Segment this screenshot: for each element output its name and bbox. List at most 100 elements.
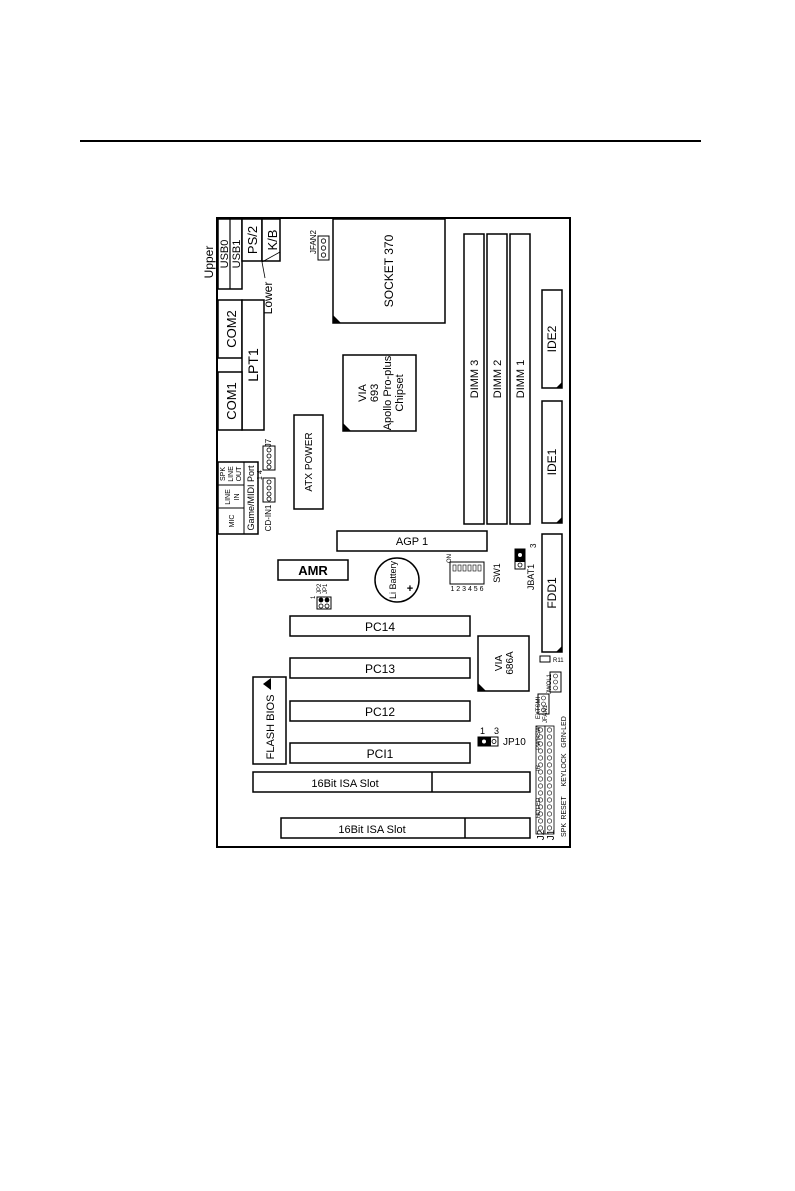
fdd1-label: FDD1 <box>545 577 559 609</box>
jp10-label: JP10 <box>503 737 526 748</box>
kb-label: K/B <box>265 230 280 251</box>
ide2-label: IDE2 <box>545 325 559 352</box>
ide2-connector <box>541 289 563 389</box>
isa2-label: 16Bit ISA Slot <box>338 824 405 836</box>
isa-slot-2 <box>280 817 531 839</box>
jfan2-label: JFAN2 <box>309 229 318 254</box>
pci4-slot <box>289 615 471 637</box>
extsmi-label: EXTSMI <box>536 697 542 720</box>
isa1-label: 16Bit ISA Slot <box>311 778 378 790</box>
ir-label: IR <box>536 764 542 771</box>
audio-port-block <box>217 461 259 535</box>
jbat1-pin3: 3 <box>529 543 538 548</box>
pci4-label: PC14 <box>365 620 395 634</box>
isa-slot-1 <box>252 771 531 793</box>
jfan1-label: JFAN1 <box>543 704 549 723</box>
sw1-numbers: 1 2 3 4 5 6 <box>450 586 483 593</box>
line-in-label-2: IN <box>234 494 241 501</box>
via-693-chipset <box>342 354 417 432</box>
kb-port <box>261 218 281 262</box>
j2-label: J2 <box>536 829 547 840</box>
flash-bios-chip <box>252 676 287 765</box>
atx-power-connector <box>293 414 324 510</box>
sw1-label: SW1 <box>492 563 502 583</box>
cd-in1-label: CD-IN1 <box>264 504 273 531</box>
ide1-connector <box>541 400 563 524</box>
socket-370 <box>332 218 446 324</box>
jbat1-pin1: 1 <box>519 548 526 552</box>
mic-label: MIC <box>229 515 236 528</box>
jp2-label: JP2 <box>317 583 323 594</box>
line-in-label-1: LINE <box>225 489 232 505</box>
pwrsw-label: PWRSW <box>536 726 542 750</box>
battery-plus: + <box>407 583 413 595</box>
amr-label: AMR <box>298 563 328 578</box>
jp10-pin3: 3 <box>494 726 499 736</box>
chipset-line1: VIA <box>357 383 369 401</box>
agp-slot <box>336 530 488 552</box>
hdled-label: HDLED <box>536 797 542 818</box>
chipset-line3: Apollo Pro-plus <box>382 355 394 430</box>
game-midi-label: Game/MIDI Port <box>246 465 256 531</box>
front-panel-header <box>535 725 555 835</box>
dimm3-slot <box>463 233 485 525</box>
board-outline <box>216 217 571 848</box>
com1-port <box>217 371 243 431</box>
atx-power-label: ATX POWER <box>304 432 315 491</box>
com2-port <box>217 299 243 359</box>
header-rule <box>80 140 701 142</box>
jbat1-label: JBAT1 <box>526 564 536 590</box>
usb0-label: USB0 <box>219 240 231 269</box>
amr-slot <box>277 559 349 581</box>
j1-label: J1 <box>546 829 557 840</box>
ps2-label: PS/2 <box>245 226 260 254</box>
chipset-line2: 693 <box>369 384 381 402</box>
dimm1-label: DIMM 1 <box>515 360 527 399</box>
ide1-label: IDE1 <box>545 448 559 475</box>
agp-label: AGP 1 <box>396 536 428 548</box>
pci3-slot <box>289 657 471 679</box>
dimm3-label: DIMM 3 <box>469 360 481 399</box>
j7-label: J7 <box>264 438 273 447</box>
usb1-label: USB1 <box>231 240 243 269</box>
upper-label: Upper <box>202 246 216 279</box>
sw1-on-label: ON <box>447 554 453 563</box>
pci1-label: PCI1 <box>367 747 394 761</box>
spk-out-label-2: LINE <box>228 466 235 482</box>
r11-component <box>539 655 551 663</box>
spk-out-label-1: SPK <box>220 467 227 481</box>
jp-pin1: 1 <box>311 595 317 599</box>
spk-label: SPK <box>561 823 568 837</box>
via686-line1: VIA <box>494 655 505 671</box>
com2-label: COM2 <box>224 310 239 348</box>
fdd1-connector <box>541 533 563 653</box>
lpt1-label: LPT1 <box>245 348 261 382</box>
pci2-slot <box>289 700 471 722</box>
socket-label: SOCKET 370 <box>382 234 396 307</box>
jwol1-label: JWOL1 <box>547 673 553 694</box>
battery-label: Li Battery <box>388 560 398 599</box>
reset-label: RESET <box>561 796 568 820</box>
flash-bios-label: FLASH BIOS <box>265 695 277 760</box>
pci2-label: PC12 <box>365 705 395 719</box>
chipset-line4: Chipset <box>394 374 406 411</box>
pci1-slot <box>289 742 471 764</box>
spk-out-label-3: OUT <box>236 466 243 482</box>
via686-line2: 686A <box>505 651 516 675</box>
pci3-label: PC13 <box>365 662 395 676</box>
lpt1-port <box>241 299 265 431</box>
cd-in1-pin1: 1 <box>257 476 264 480</box>
com1-label: COM1 <box>224 382 239 420</box>
li-battery <box>374 557 420 603</box>
via-686a-chip <box>477 635 530 692</box>
dimm2-slot <box>486 233 508 525</box>
jp10-pin1: 1 <box>480 726 485 736</box>
grn-led-label: GRN-LED <box>561 716 568 748</box>
dimm2-label: DIMM 2 <box>492 360 504 399</box>
j7-pin4: 4 <box>257 470 264 474</box>
jp1-label: JP1 <box>323 583 329 594</box>
dimm1-slot <box>509 233 531 525</box>
r11-label: R11 <box>553 658 564 664</box>
keylock-label: KEYLOCK <box>561 753 568 786</box>
